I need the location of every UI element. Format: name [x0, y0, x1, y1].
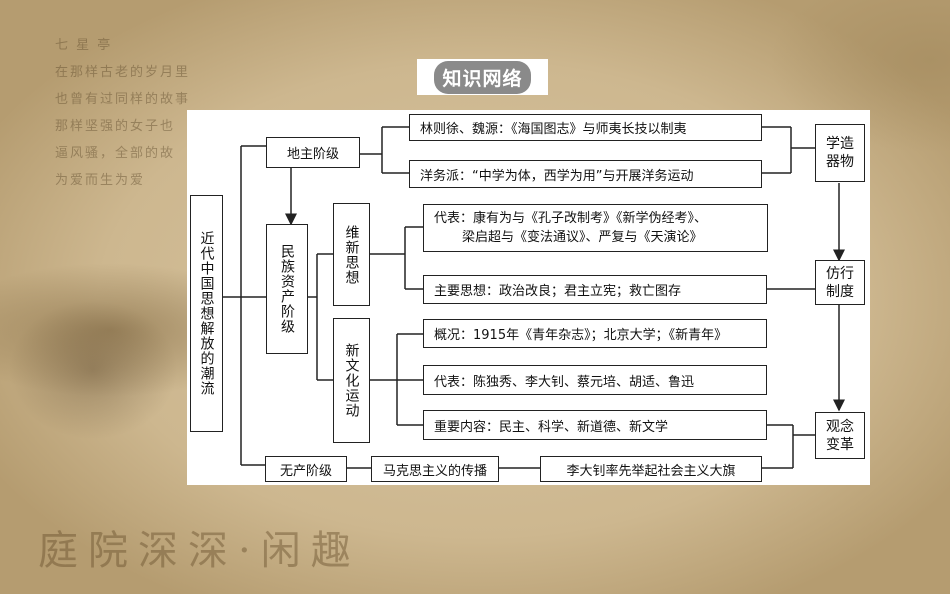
- stage-learn-artifacts: 学造 器物: [815, 124, 865, 182]
- deco-line: 为爱而生为爱: [55, 173, 146, 188]
- new-culture-content-node: 重要内容：民主、科学、新道德、新文学: [423, 410, 767, 440]
- national-bourgeoisie-node: 民族资产阶级: [266, 224, 308, 354]
- reform-main-thought-node: 主要思想：政治改良；君主立宪；救亡图存: [423, 275, 767, 304]
- new-culture-representatives-node: 代表：陈独秀、李大钊、蔡元培、胡适、鲁迅: [423, 365, 767, 395]
- deco-line: 七 星 亭: [55, 38, 113, 53]
- deco-line: 逼风骚，全部的故: [55, 146, 176, 161]
- reform-thought-node: 维新思想: [333, 203, 370, 306]
- proletariat-node: 无产阶级: [265, 456, 347, 482]
- reform-rep-line2: 梁启超与《变法通议》、严复与《天演论》: [462, 230, 703, 245]
- title-badge: 知识网络: [417, 59, 548, 95]
- new-culture-node: 新文化运动: [333, 318, 370, 443]
- footer-brush-text: 庭院深深·闲趣: [38, 528, 361, 574]
- deco-line: 也曾有过同样的故事: [55, 92, 191, 107]
- new-culture-overview-node: 概况：1915年《青年杂志》；北京大学；《新青年》: [423, 319, 767, 348]
- stage-concept-change: 观念 变革: [815, 412, 865, 459]
- li-dazhao-node: 李大钊率先举起社会主义大旗: [540, 456, 762, 482]
- stage-imitate-line2: 制度: [826, 283, 854, 300]
- reform-representatives-node: 代表：康有为与《孔子改制考》《新学伪经考》、 梁启超与《变法通议》、严复与《天演…: [423, 204, 768, 252]
- stage-imitate-line1: 仿行: [826, 265, 854, 282]
- deco-line: 在那样古老的岁月里: [55, 65, 191, 80]
- stage-concept-line1: 观念: [826, 418, 854, 435]
- connector-lines: [223, 126, 845, 469]
- stage-learn-line2: 器物: [826, 154, 854, 170]
- westernization-node: 洋务派：“中学为体，西学为用”与开展洋务运动: [409, 160, 762, 188]
- page-title: 知识网络: [434, 60, 531, 94]
- lin-wei-node: 林则徐、魏源：《海国图志》与师夷长技以制夷: [409, 114, 762, 141]
- root-node: 近代中国思想解放的潮流: [190, 195, 223, 432]
- stage-learn-line1: 学造: [826, 136, 854, 152]
- deco-line: 那样坚强的女子也: [55, 119, 176, 134]
- fish-painting: [8, 300, 178, 440]
- landlord-class-node: 地主阶级: [266, 137, 360, 168]
- reform-rep-line1: 代表：康有为与《孔子改制考》《新学伪经考》、: [434, 211, 708, 226]
- stage-imitate-systems: 仿行 制度: [815, 260, 865, 305]
- knowledge-diagram: 近代中国思想解放的潮流 地主阶级 林则徐、魏源：《海国图志》与师夷长技以制夷 洋…: [187, 110, 870, 485]
- marxism-spread-node: 马克思主义的传播: [371, 456, 499, 482]
- stage-concept-line2: 变革: [826, 436, 854, 453]
